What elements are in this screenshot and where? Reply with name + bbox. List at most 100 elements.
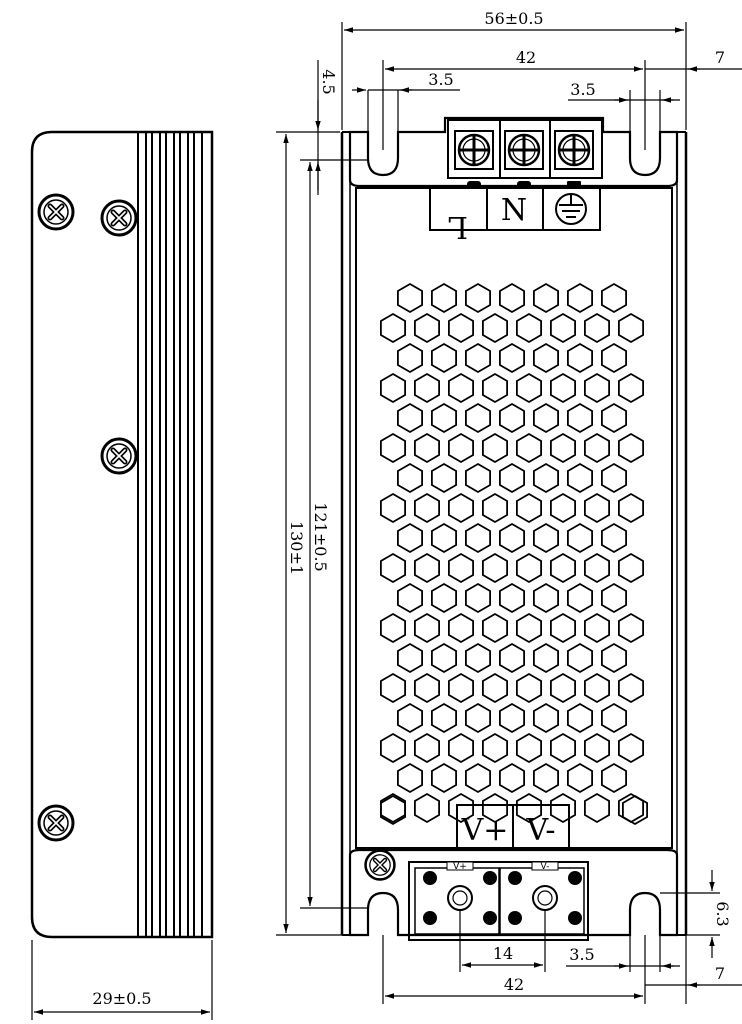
vent-hole [481,732,509,764]
vent-hole [396,402,424,434]
screw-icon [102,201,136,235]
vent-hole [601,642,627,674]
vent-hole [601,402,627,434]
vent-hole [567,582,593,614]
vent-hole [447,792,475,824]
ventilation-hex-grid [379,282,648,826]
vent-hole [379,492,407,524]
dim-inner-height: 121±0.5 [311,502,330,571]
vent-hole [464,582,492,614]
vent-hole [396,342,424,374]
vent-hole [550,312,576,344]
vent-hole [396,702,424,734]
vent-hole [618,732,644,764]
vent-hole [584,552,610,584]
output-terminals: V+ V- [408,861,589,941]
dimension-labels: 56±0.5 42 7 3.5 3.5 4.5 130±1 121±0.5 14… [287,9,732,994]
screw-icon [39,195,73,229]
vent-hole [516,732,542,764]
vent-hole [533,762,559,794]
vent-hole [516,612,542,644]
output-screw-vplus-icon [447,885,473,911]
vent-hole [430,642,458,674]
vent-hole [550,372,576,404]
vent-hole [481,372,509,404]
dim-terminal-pitch: 14 [493,944,513,963]
vent-hole [498,282,525,314]
vent-hole [447,492,475,524]
vent-hole [464,342,492,374]
vent-hole [533,282,559,314]
dim-slot-top-right: 3.5 [570,80,595,99]
vent-hole [464,702,492,734]
vent-hole [516,432,542,464]
screw-icon [366,851,395,880]
vent-hole [618,492,644,524]
vent-hole [567,762,593,794]
vent-hole [481,792,509,824]
vent-hole [618,612,644,644]
vent-hole [601,702,627,734]
vent-hole [498,702,525,734]
terminal-screw-icon [553,129,595,171]
vent-hole [413,552,441,584]
ground-icon [555,193,587,225]
screw-icon [39,806,73,840]
terminal-screw-icon [503,129,545,171]
vent-hole [618,372,644,404]
vent-hole [533,462,559,494]
vent-hole [584,672,610,704]
vent-hole [533,702,559,734]
dim-total-width: 56±0.5 [484,9,543,28]
vent-hole [533,522,559,554]
vent-hole [396,582,424,614]
vent-hole [550,432,576,464]
vent-hole [481,432,509,464]
vent-hole [413,732,441,764]
vent-hole [533,342,559,374]
dim-edge-offset-bottom: 7 [715,964,725,983]
vent-hole [584,612,610,644]
vent-hole [447,732,475,764]
vent-hole [516,312,542,344]
vent-hole [447,672,475,704]
vent-hole [516,792,542,824]
vent-hole [379,794,407,826]
vent-hole [601,522,627,554]
vent-hole [584,492,610,524]
vent-hole [618,432,644,464]
dim-slot-bottom: 3.5 [569,945,594,964]
vent-hole [618,552,644,584]
vent-hole [618,672,644,704]
dim-edge-offset-top: 7 [715,48,725,67]
vent-hole [379,372,407,404]
vent-hole [498,582,525,614]
vent-hole [550,492,576,524]
dim-hole-span-top: 42 [516,48,536,67]
vent-hole [447,312,475,344]
side-view-fins [137,132,203,937]
vent-hole [567,702,593,734]
vent-hole [601,282,627,314]
vent-hole [396,642,424,674]
vent-hole [516,372,542,404]
vent-hole [584,732,610,764]
vent-hole [550,672,576,704]
vent-hole [464,762,492,794]
vent-hole [481,672,509,704]
input-terminal-block: L N ⏚ [429,119,603,244]
side-view: 29±0.5 [30,130,214,1020]
vent-hole [464,642,492,674]
vent-hole [584,372,610,404]
side-view-outline [30,130,214,939]
vent-hole [498,462,525,494]
vent-hole [464,282,492,314]
vent-hole [447,432,475,464]
front-view: L N ⏚ V+ V- [340,90,688,941]
vent-hole [430,582,458,614]
output-label-vminus: V- [525,813,555,848]
vent-hole [567,402,593,434]
dim-total-height: 130±1 [287,521,306,575]
vent-hole [584,432,610,464]
